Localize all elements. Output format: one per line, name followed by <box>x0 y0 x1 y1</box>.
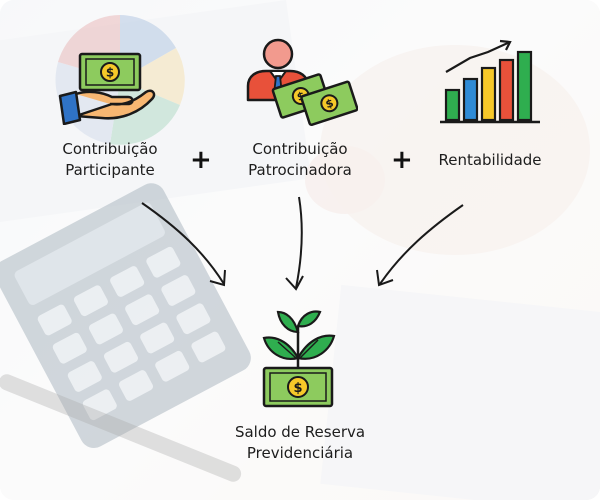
label-line: Contribuição <box>62 140 158 158</box>
label-line: Patrocinadora <box>248 161 352 179</box>
label-contribuicao-patrocinadora: Contribuição Patrocinadora <box>225 139 375 181</box>
arrow-from-patrocinadora <box>295 196 303 289</box>
arrow-from-participante <box>141 202 225 285</box>
label-contribuicao-participante: Contribuição Participante <box>40 139 180 181</box>
plus-operator: + <box>190 145 212 175</box>
arrow-from-rentabilidade <box>379 204 464 285</box>
arrow-head <box>285 275 304 291</box>
growth-chart-icon <box>440 39 540 124</box>
label-saldo-reserva: Saldo de Reserva Previdenciária <box>205 422 395 464</box>
svg-text:$: $ <box>106 66 114 80</box>
label-rentabilidade: Rentabilidade <box>420 150 560 171</box>
plus-operator: + <box>391 145 413 175</box>
svg-text:$: $ <box>293 381 302 396</box>
label-line: Contribuição <box>252 140 348 158</box>
label-line: Previdenciária <box>246 444 354 462</box>
hand-money-icon: $ <box>58 52 156 125</box>
businessman-money-icon: $ $ <box>246 38 358 126</box>
plant-money-icon: $ <box>262 310 336 408</box>
svg-text:$: $ <box>324 96 335 111</box>
label-line: Rentabilidade <box>438 151 542 169</box>
arrow-head <box>209 269 226 287</box>
label-line: Participante <box>65 161 155 179</box>
arrow-head <box>376 269 394 287</box>
label-line: Saldo de Reserva <box>234 423 366 441</box>
